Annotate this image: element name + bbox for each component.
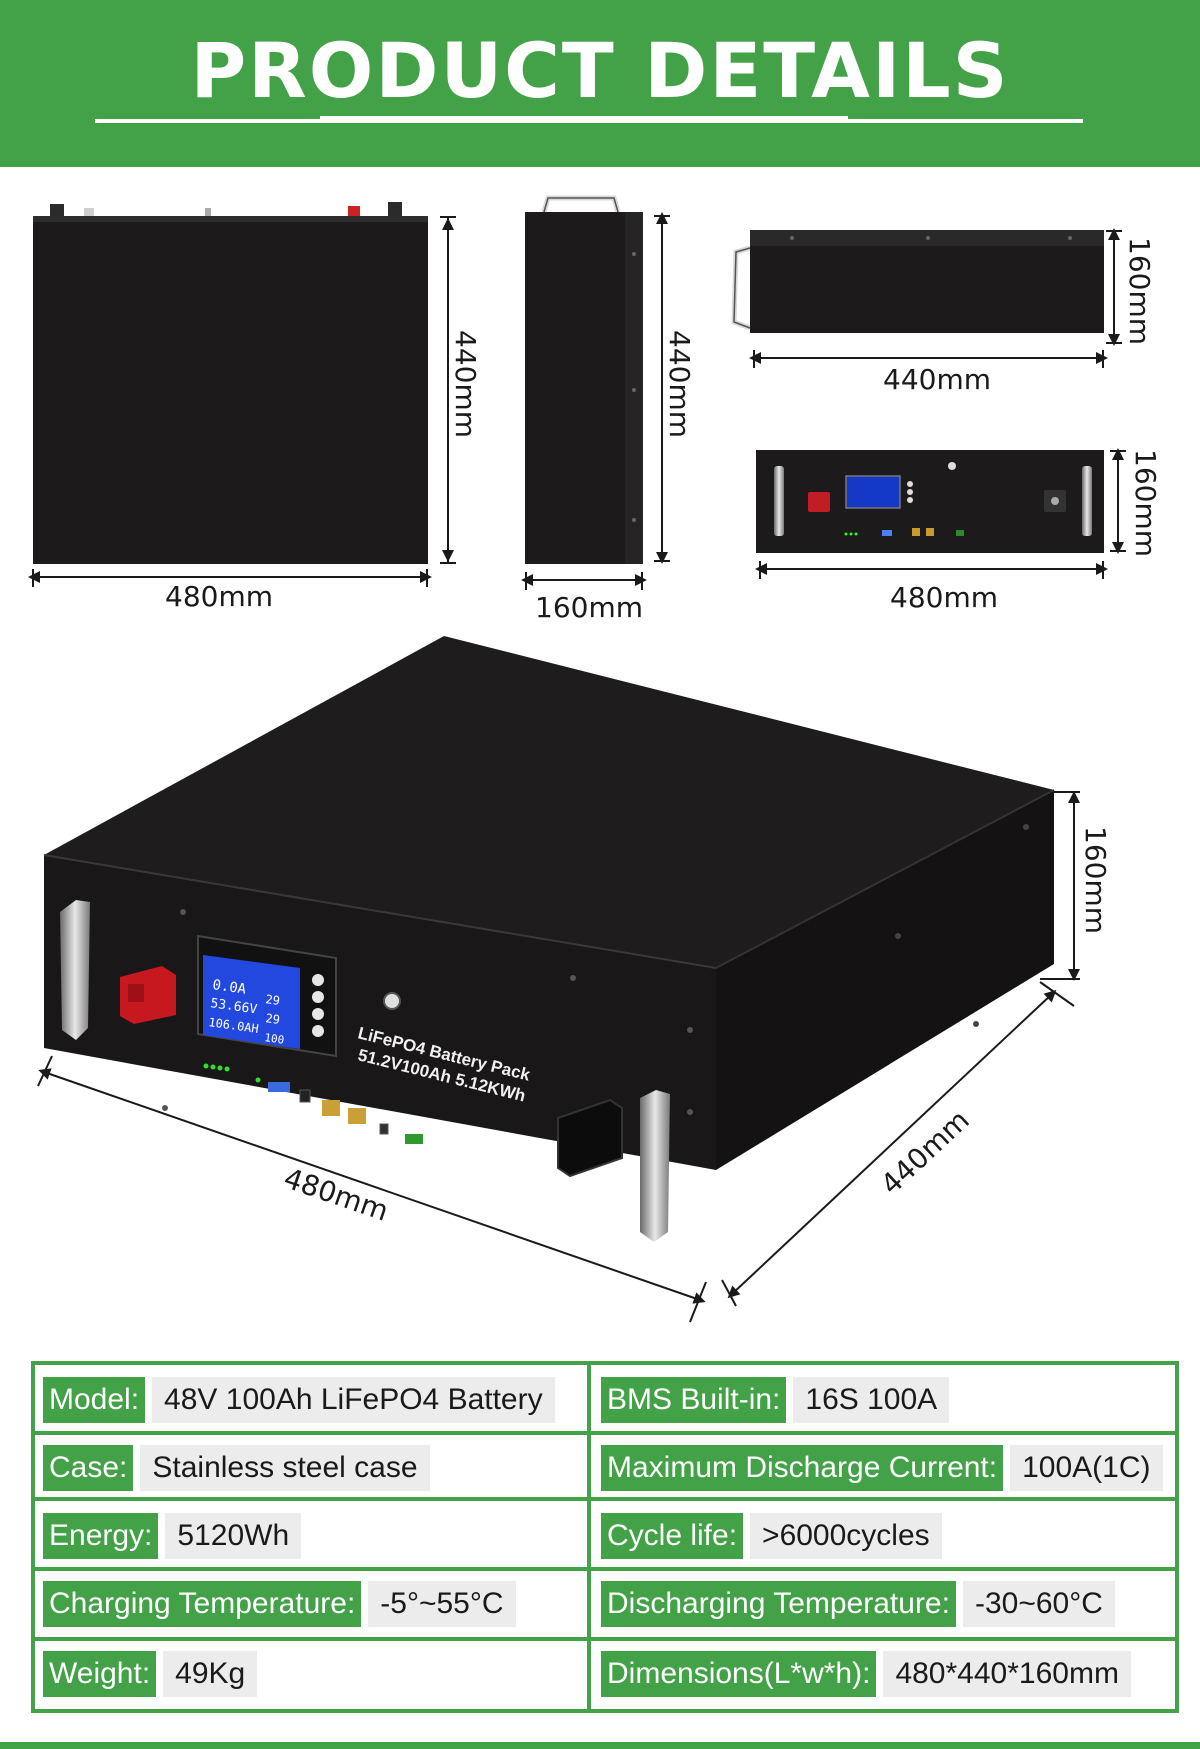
spec-cycle-life: Cycle life: >6000cycles xyxy=(601,1505,942,1567)
spec-table: Model: 48V 100Ah LiFePO4 Battery BMS Bui… xyxy=(31,1361,1179,1713)
iso-width-label: 480mm xyxy=(280,1161,393,1227)
product-views: 440mm 480mm 440mm 160mm 160mm xyxy=(28,195,1162,1323)
footer-bar xyxy=(0,1742,1200,1749)
spec-label: Charging Temperature: xyxy=(43,1581,362,1627)
spec-energy: Energy: 5120Wh xyxy=(43,1505,302,1567)
side-height-label: 440mm xyxy=(663,330,696,438)
spec-value: 5120Wh xyxy=(165,1513,302,1559)
title-underline-accent xyxy=(320,116,848,122)
spec-bms: BMS Built-in: 16S 100A xyxy=(601,1369,950,1431)
top-height-label: 160mm xyxy=(1123,237,1156,345)
spec-label: Model: xyxy=(43,1377,146,1423)
front-view: 440mm 480mm xyxy=(28,202,482,613)
spec-value: Stainless steel case xyxy=(140,1445,430,1491)
front-width-label: 480mm xyxy=(165,580,273,613)
spec-value: >6000cycles xyxy=(750,1513,942,1559)
row-divider xyxy=(35,1431,1175,1435)
column-divider xyxy=(587,1365,591,1709)
spec-value: -5°~55°C xyxy=(368,1581,516,1627)
spec-label: BMS Built-in: xyxy=(601,1377,787,1423)
spec-model: Model: 48V 100Ah LiFePO4 Battery xyxy=(43,1369,555,1431)
iso-height-label: 160mm xyxy=(1079,826,1112,934)
lcd-temp-2: 29 xyxy=(265,1011,281,1027)
spec-label: Cycle life: xyxy=(601,1513,744,1559)
row-divider xyxy=(35,1567,1175,1571)
side-width-label: 160mm xyxy=(535,591,643,624)
panel-width-label: 480mm xyxy=(890,581,998,614)
spec-charging-temp: Charging Temperature: -5°~55°C xyxy=(43,1573,516,1635)
lcd-percent: 100 xyxy=(264,1031,285,1047)
spec-dimensions: Dimensions(L*w*h): 480*440*160mm xyxy=(601,1643,1131,1705)
spec-value: -30~60°C xyxy=(962,1581,1115,1627)
page-title: PRODUCT DETAILS xyxy=(190,26,1010,115)
spec-label: Maximum Discharge Current: xyxy=(601,1445,1004,1491)
spec-discharging-temp: Discharging Temperature: -30~60°C xyxy=(601,1573,1115,1635)
row-divider xyxy=(35,1497,1175,1501)
panel-height-label: 160mm xyxy=(1129,449,1162,557)
front-height-label: 440mm xyxy=(449,330,482,438)
spec-value: 480*440*160mm xyxy=(883,1651,1131,1697)
spec-value: 49Kg xyxy=(163,1651,258,1697)
iso-depth-label: 440mm xyxy=(874,1103,975,1201)
lcd-temp-1: 29 xyxy=(265,992,281,1008)
spec-label: Dimensions(L*w*h): xyxy=(601,1651,877,1697)
isometric-view: 0.0A 53.66V 106.0AH 29 29 100 LiFePO4 Ba… xyxy=(37,636,1112,1323)
top-view: 160mm 440mm xyxy=(731,228,1156,396)
top-length-label: 440mm xyxy=(883,363,991,396)
lcd-capacity: 106.0AH xyxy=(208,1015,260,1036)
lcd-current: 0.0A xyxy=(211,977,247,998)
side-view: 440mm 160mm xyxy=(521,195,696,624)
spec-label: Case: xyxy=(43,1445,134,1491)
spec-label: Discharging Temperature: xyxy=(601,1581,956,1627)
spec-label: Energy: xyxy=(43,1513,159,1559)
spec-value: 100A(1C) xyxy=(1010,1445,1163,1491)
spec-value: 48V 100Ah LiFePO4 Battery xyxy=(152,1377,555,1423)
row-divider xyxy=(35,1637,1175,1641)
panel-view: 160mm 480mm xyxy=(755,448,1162,614)
spec-weight: Weight: 49Kg xyxy=(43,1643,258,1705)
spec-label: Weight: xyxy=(43,1651,157,1697)
spec-max-discharge: Maximum Discharge Current: 100A(1C) xyxy=(601,1437,1163,1499)
spec-case: Case: Stainless steel case xyxy=(43,1437,430,1499)
spec-value: 16S 100A xyxy=(793,1377,950,1423)
header-banner: PRODUCT DETAILS xyxy=(0,0,1200,167)
lcd-voltage: 53.66V xyxy=(209,996,258,1017)
